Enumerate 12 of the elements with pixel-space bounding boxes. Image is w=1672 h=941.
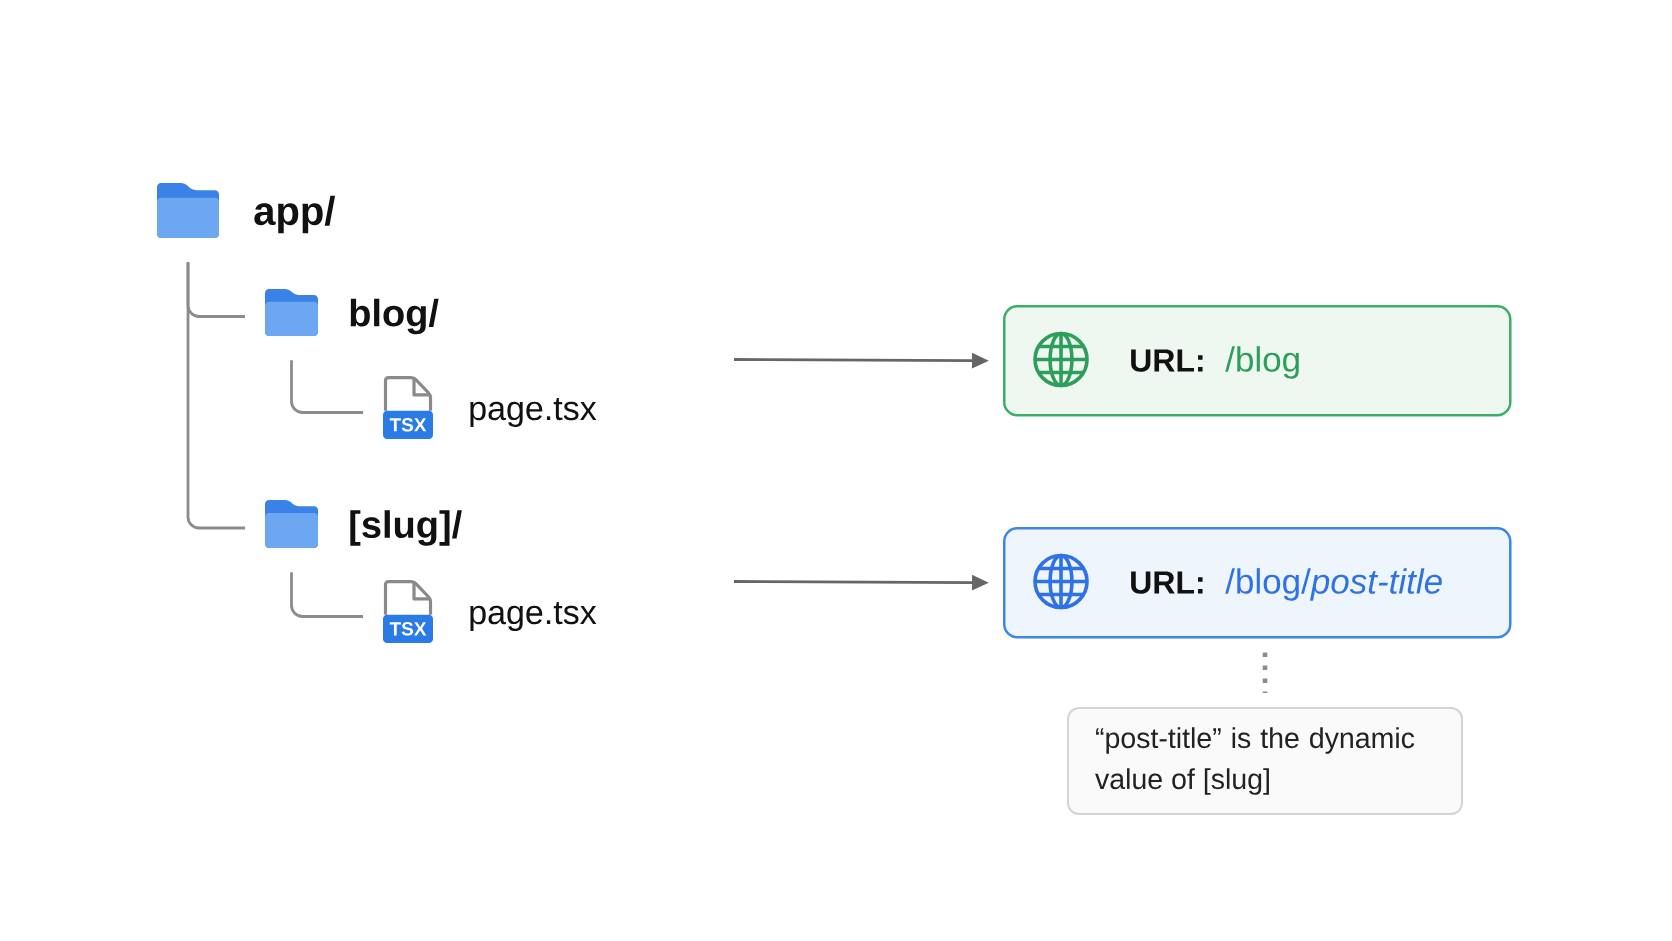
url-box: URL: /blog/post-title: [1003, 527, 1512, 639]
dotted-line: [1262, 652, 1268, 693]
url-box: URL: /blog: [1003, 305, 1512, 417]
folder-name: [slug]/: [350, 510, 462, 546]
tree-line: [290, 572, 363, 618]
file-name: page.tsx: [470, 398, 597, 428]
folder-name: app/: [254, 195, 336, 234]
note-box: “post-title” is the dynamic value of [slug]: [1067, 707, 1463, 815]
folder-name: blog/: [350, 298, 439, 335]
tree-line: [186, 262, 245, 530]
tree-line: [290, 360, 363, 414]
file-name: page.tsx: [470, 602, 597, 632]
